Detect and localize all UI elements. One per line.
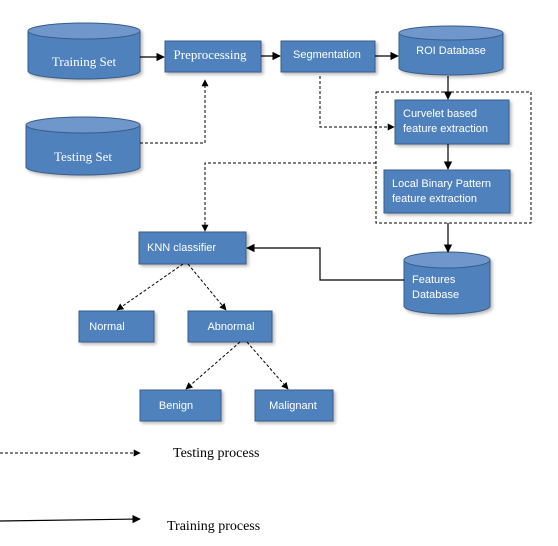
legend: Testing process Training process: [0, 446, 260, 534]
features-db-label-line2: Database: [412, 289, 459, 301]
arrow-features-db-to-knn: [246, 243, 404, 281]
arrow-knn-to-normal: [116, 263, 184, 311]
curvelet-label-line2: feature extraction: [403, 123, 488, 135]
curvelet-label-line1: Curvelet based: [403, 108, 477, 120]
arrow-features-to-knn: [201, 162, 376, 232]
knn-classifier-box: KNN classifier: [138, 231, 247, 265]
lbp-label-line2: feature extraction: [392, 193, 477, 205]
segmentation-box: Segmentation: [280, 40, 376, 73]
arrow-segmentation-to-curvelet: [319, 76, 395, 131]
roi-database-cylinder: ROI Database: [398, 25, 504, 76]
benign-box: Benign: [139, 389, 222, 422]
features-db-label-line1: Features: [412, 274, 456, 286]
training-set-cylinder: Training Set: [27, 22, 141, 80]
benign-label: Benign: [159, 400, 193, 412]
training-set-label: Training Set: [52, 54, 117, 69]
solid-connectors: [140, 51, 453, 281]
abnormal-label: Abnormal: [207, 321, 254, 333]
abnormal-box: Abnormal: [187, 310, 273, 343]
normal-label: Normal: [89, 321, 124, 333]
malignant-label: Malignant: [269, 400, 317, 412]
arrow-knn-to-abnormal: [187, 263, 227, 311]
arrow-abnormal-to-malignant: [246, 341, 289, 390]
dashed-connectors: [116, 76, 395, 390]
segmentation-label: Segmentation: [293, 49, 361, 61]
knn-label: KNN classifier: [147, 242, 216, 254]
normal-box: Normal: [78, 310, 155, 343]
preprocessing-label: Preprocessing: [174, 47, 247, 62]
testing-set-label: Testing Set: [54, 149, 112, 164]
roi-database-label: ROI Database: [416, 45, 486, 57]
legend-training-label: Training process: [167, 519, 260, 534]
arrow-testing-to-preprocessing: [140, 79, 209, 144]
malignant-box: Malignant: [254, 389, 334, 422]
legend-testing-label: Testing process: [173, 446, 260, 461]
lbp-box: Local Binary Pattern feature extraction: [383, 169, 511, 214]
features-database-cylinder: Features Database: [403, 251, 491, 315]
curvelet-box: Curvelet based feature extraction: [394, 99, 510, 145]
preprocessing-box: Preprocessing: [164, 40, 262, 73]
feature-extraction-group: [375, 91, 532, 224]
legend-solid-line: [0, 514, 141, 524]
lbp-label-line1: Local Binary Pattern: [392, 178, 491, 190]
arrow-abnormal-to-benign: [185, 341, 241, 390]
testing-set-cylinder: Testing Set: [25, 116, 141, 176]
